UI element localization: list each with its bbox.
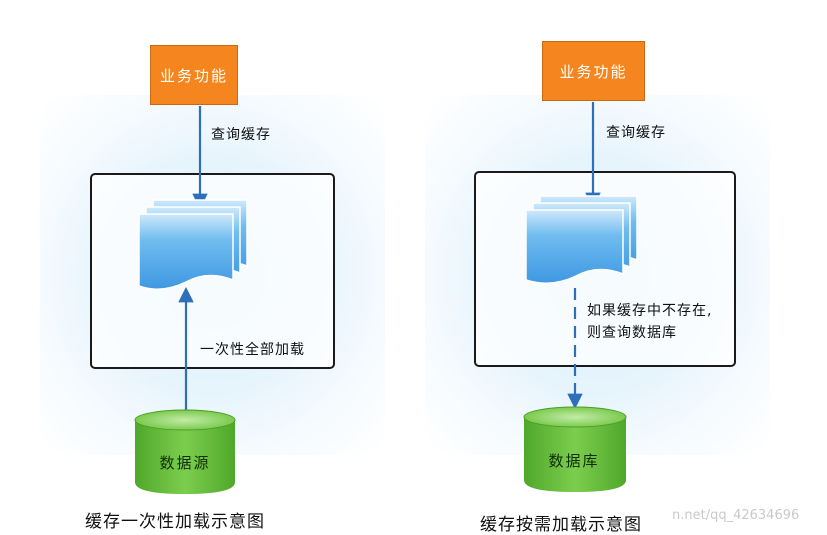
right-miss-label-line2: 则查询数据库 bbox=[587, 325, 677, 341]
left-database-label: 数据源 bbox=[159, 454, 211, 472]
right-caption: 缓存按需加载示意图 bbox=[480, 515, 642, 535]
left-document-stack-icon bbox=[138, 199, 248, 290]
left-business-function-box: 业务功能 bbox=[150, 45, 238, 105]
right-miss-label-line1: 如果缓存中不存在, bbox=[587, 303, 713, 319]
right-business-function-box: 业务功能 bbox=[542, 41, 645, 101]
right-query-cache-label: 查询缓存 bbox=[606, 125, 666, 141]
right-database-label: 数据库 bbox=[548, 452, 600, 470]
left-load-all-label: 一次性全部加载 bbox=[200, 342, 305, 358]
watermark: n.net/qq_42634696 bbox=[672, 508, 800, 523]
left-business-function-label: 业务功能 bbox=[159, 66, 228, 85]
right-document-stack-icon bbox=[525, 195, 638, 284]
left-caption: 缓存一次性加载示意图 bbox=[85, 512, 265, 532]
left-query-cache-label: 查询缓存 bbox=[211, 127, 271, 143]
right-business-function-label: 业务功能 bbox=[559, 62, 628, 81]
right-database-cylinder-icon bbox=[523, 406, 627, 492]
left-database-cylinder-icon bbox=[134, 409, 236, 494]
